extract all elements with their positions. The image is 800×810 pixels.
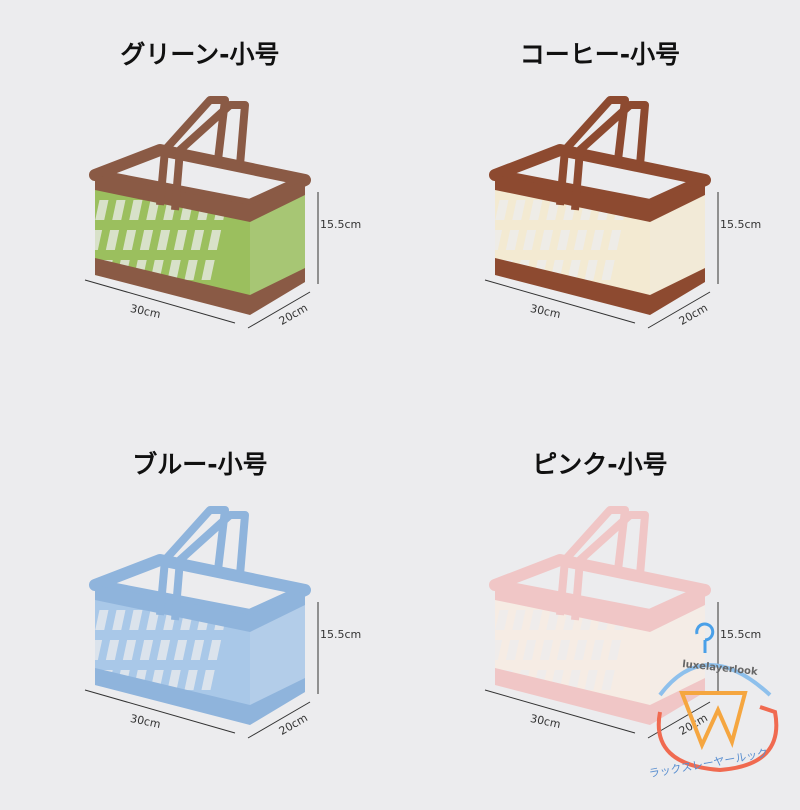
watermark-logo: luxelayerlook ラックスレーヤールック	[610, 615, 800, 800]
height-label: 15.5cm	[720, 218, 762, 231]
height-label: 15.5cm	[320, 628, 362, 641]
basket-illustration	[448, 96, 719, 329]
height-label: 15.5cm	[720, 628, 762, 641]
product-title: ピンク-小号	[532, 450, 668, 479]
product-title: グリーン-小号	[120, 40, 280, 69]
product-coffee: コーヒー-小号 15.5cm 30cm 20cm	[400, 0, 800, 400]
product-green: グリーン-小号 15.5cm 30cm 20cm	[0, 0, 400, 400]
product-title: ブルー-小号	[132, 450, 268, 479]
product-title: コーヒー-小号	[519, 40, 681, 69]
product-blue: ブルー-小号 15.5cm 30cm 20cm	[0, 410, 400, 810]
basket-illustration	[48, 506, 319, 739]
basket-illustration	[48, 96, 319, 329]
height-label: 15.5cm	[320, 218, 362, 231]
